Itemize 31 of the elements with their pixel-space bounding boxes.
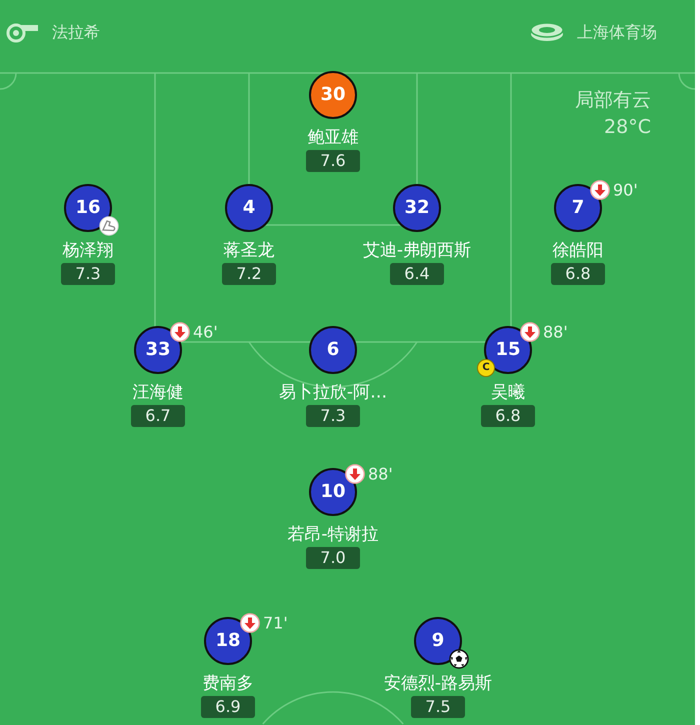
player-name: 易卜拉欣-阿… <box>278 382 388 404</box>
rating-badge: 7.3 <box>306 405 360 427</box>
referee-name: 法拉希 <box>52 22 100 44</box>
rating-badge: 7.3 <box>61 263 115 285</box>
substitution-minute: 88' <box>368 464 393 484</box>
rating-badge: 7.5 <box>411 696 465 718</box>
substitution-minute: 88' <box>543 322 568 342</box>
player-name: 杨泽翔 <box>62 240 114 262</box>
player-name: 蒋圣龙 <box>224 240 274 262</box>
player-name: 徐皓阳 <box>552 240 604 262</box>
rating-badge: 7.6 <box>306 150 360 172</box>
rating-badge: 6.8 <box>551 263 605 285</box>
player-name: 安德烈-路易斯 <box>384 672 492 694</box>
player-name: 汪海健 <box>132 382 184 404</box>
rating-badge: 7.0 <box>306 547 360 569</box>
player-name: 艾迪-弗朗西斯 <box>362 240 472 262</box>
rating-badge: 6.4 <box>390 263 444 285</box>
substitution-minute: 90' <box>613 180 638 200</box>
player-name: 鲍亚雄 <box>308 126 358 148</box>
venue-name: 上海体育场 <box>577 22 657 44</box>
player-name: 吴曦 <box>491 382 525 404</box>
player-name: 费南多 <box>202 672 254 694</box>
temperature-text: 28°C <box>604 116 651 138</box>
weather-text: 局部有云 <box>575 88 651 113</box>
player-name: 若昂-特谢拉 <box>287 524 379 546</box>
rating-badge: 6.8 <box>481 405 535 427</box>
rating-badge: 6.7 <box>131 405 185 427</box>
substitution-minute: 71' <box>263 614 288 632</box>
rating-badge: 7.2 <box>222 263 276 285</box>
rating-badge: 6.9 <box>201 696 255 718</box>
substitution-minute: 46' <box>193 322 218 342</box>
